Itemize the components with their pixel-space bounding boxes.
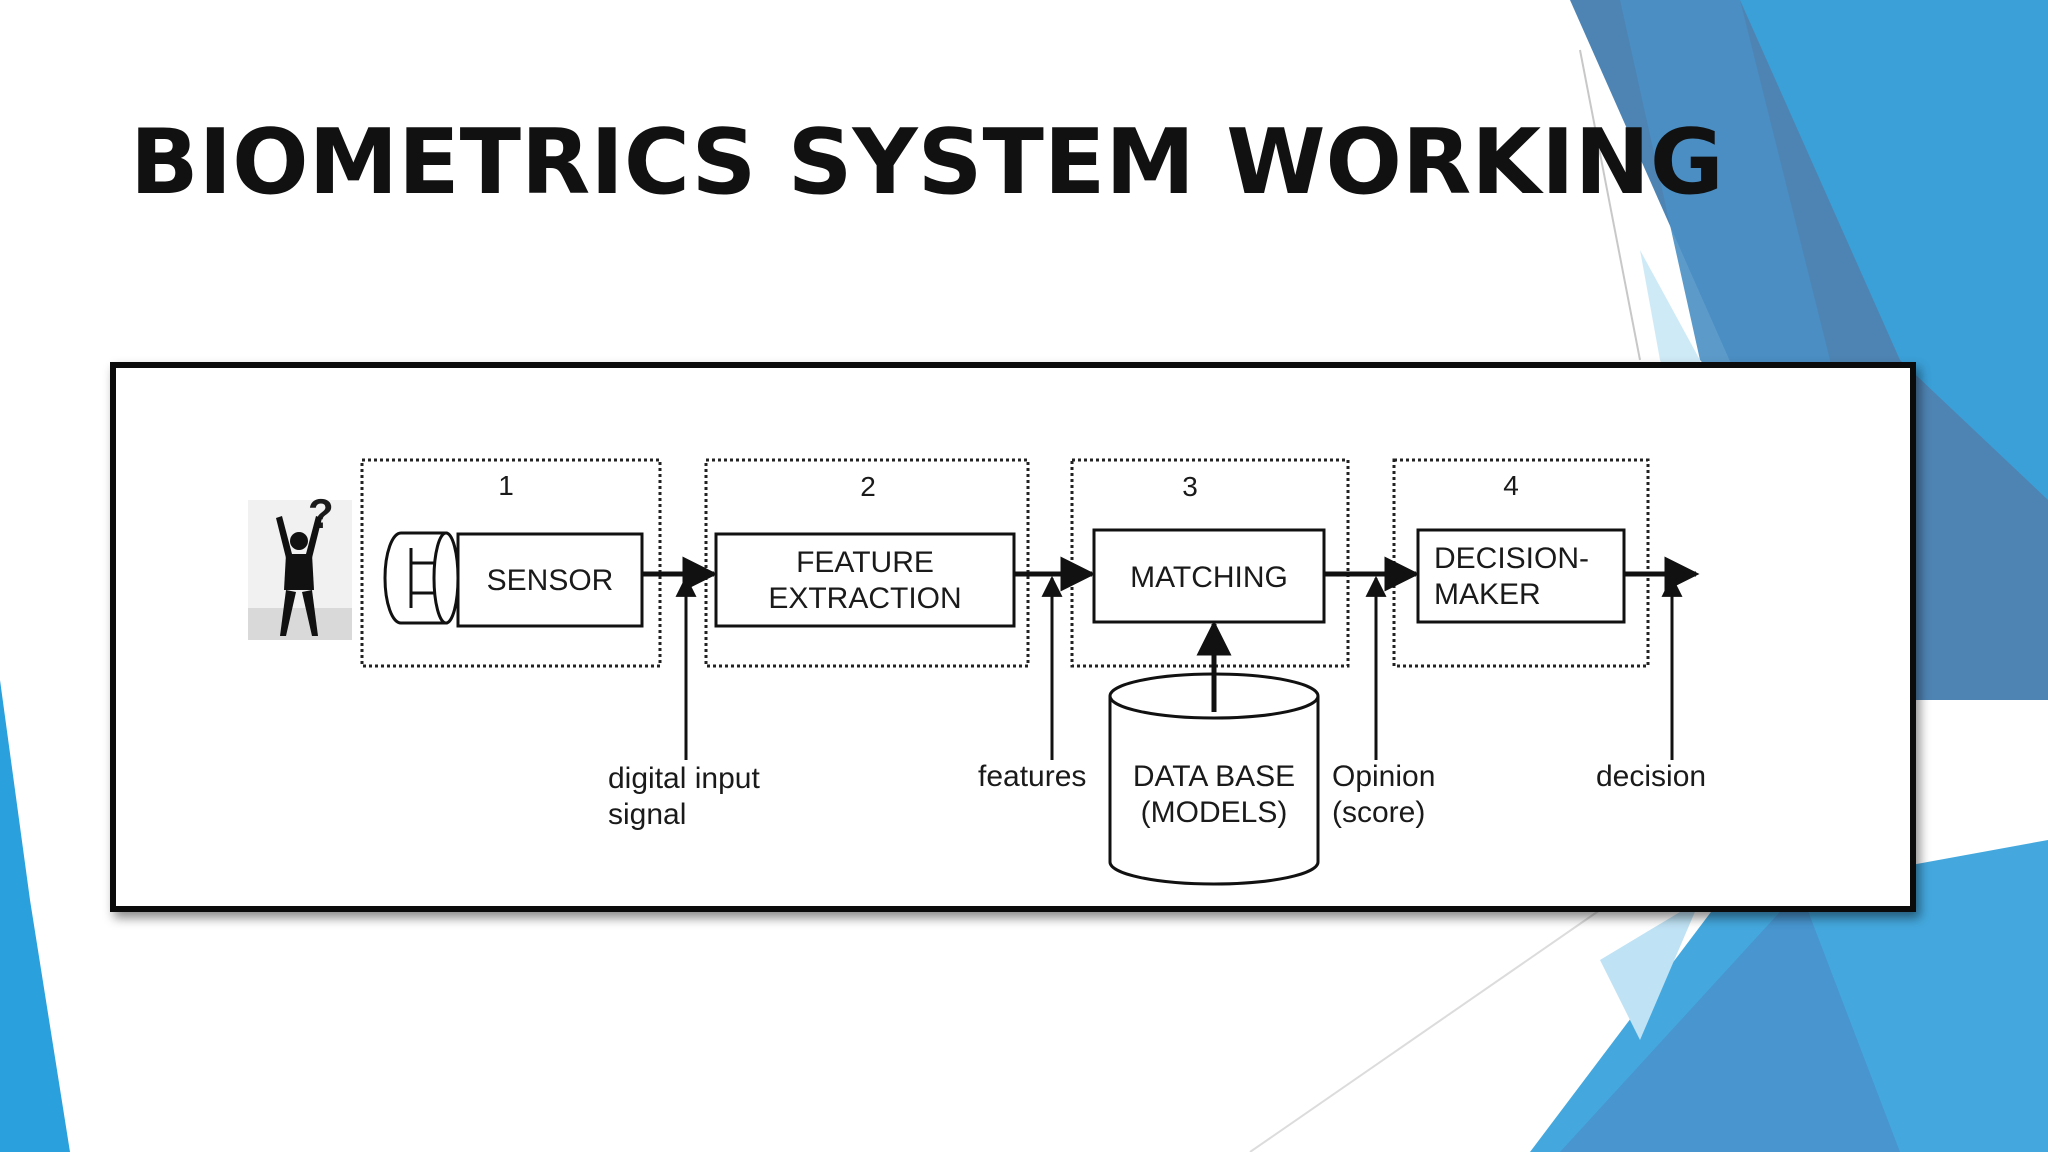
signal-label: decision bbox=[1596, 760, 1706, 793]
deco-line bbox=[1249, 909, 1601, 1152]
stage-1-sensor: 1 SENSOR bbox=[360, 458, 662, 668]
stage-label: MAKER bbox=[1434, 578, 1541, 611]
stage-number: 1 bbox=[498, 470, 514, 501]
deco-shape-left bbox=[0, 680, 70, 1152]
diagram-frame: ? 1 SENSOR 2 bbox=[110, 362, 1916, 912]
stage-label: SENSOR bbox=[487, 564, 614, 597]
database-label: DATA BASE bbox=[1133, 760, 1295, 793]
deco-shape-bottom-right-pale bbox=[1600, 900, 1700, 1040]
stage-4-decision-maker: 4 DECISION- MAKER bbox=[1392, 458, 1650, 668]
stage-number: 4 bbox=[1503, 470, 1519, 501]
person-question-icon: ? bbox=[248, 490, 352, 640]
signal-label: (score) bbox=[1332, 796, 1425, 829]
database-label: (MODELS) bbox=[1141, 796, 1288, 829]
slide-title: BIOMETRICS SYSTEM WORKING bbox=[130, 110, 1724, 215]
question-mark: ? bbox=[308, 490, 334, 537]
stage-label: FEATURE bbox=[796, 546, 934, 579]
database-cylinder: DATA BASE (MODELS) bbox=[1108, 672, 1320, 886]
stage-label: EXTRACTION bbox=[768, 582, 961, 615]
camera-lens-icon bbox=[383, 531, 460, 625]
biometric-pipeline-diagram: ? 1 SENSOR 2 bbox=[248, 458, 1706, 886]
stage-label: DECISION- bbox=[1434, 542, 1589, 575]
stage-2-feature-extraction: 2 FEATURE EXTRACTION bbox=[704, 458, 1030, 668]
signal-label: digital input bbox=[608, 762, 760, 795]
signal-label: signal bbox=[608, 798, 686, 831]
stage-number: 3 bbox=[1182, 471, 1198, 502]
signal-label: features bbox=[978, 760, 1086, 793]
signal-label: Opinion bbox=[1332, 760, 1435, 793]
stage-number: 2 bbox=[860, 471, 876, 502]
deco-shape-bottom-right-mid bbox=[1560, 890, 1900, 1152]
deco-shape-right-light bbox=[1740, 0, 2048, 500]
stage-label: MATCHING bbox=[1130, 561, 1288, 594]
stage-3-matching: 3 MATCHING bbox=[1070, 458, 1350, 668]
signal-tap-arrows bbox=[675, 575, 1683, 760]
deco-line bbox=[1579, 49, 1641, 361]
